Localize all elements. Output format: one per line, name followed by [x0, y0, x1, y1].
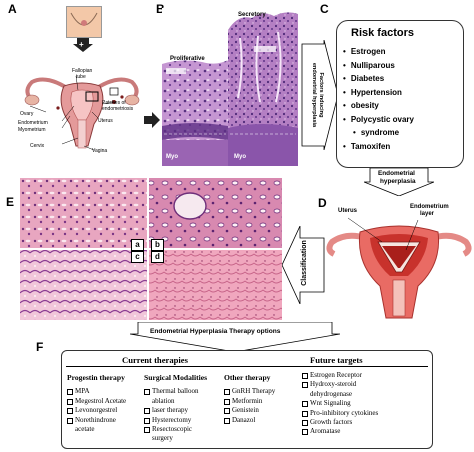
progestin-item: MPA — [67, 387, 141, 396]
progestin-item: Megestrol Acetate — [67, 397, 141, 406]
surgical-item-continuation: ablation — [152, 396, 175, 405]
hyperplasia-text-2: hyperplasia — [380, 178, 416, 185]
future-targets-column: Estrogen Receptor Hydroxy-steroid dehydr… — [302, 371, 430, 437]
other-therapy-item: Danazol — [224, 416, 294, 425]
label-cervix: Cervix — [30, 143, 45, 149]
risk-item: obesity — [343, 99, 414, 113]
label-proliferative: Proliferative — [170, 56, 205, 62]
histology-cycle-image — [162, 8, 298, 166]
label-tube: tube — [76, 74, 86, 80]
hyperplasia-text-1: Endometrial — [378, 170, 415, 177]
pelvis-sketch — [70, 12, 98, 26]
plus-icon: + — [79, 40, 84, 49]
panel-label-a: A — [8, 2, 17, 16]
future-target-item: Growth factors — [302, 418, 430, 427]
future-target-item: Aromatase — [302, 427, 430, 436]
future-targets-title: Future targets — [310, 355, 363, 365]
future-target-item: Wnt Signaling — [302, 399, 430, 408]
label-myo-left: Myo — [166, 154, 178, 160]
label-endometrium-d-2: layer — [420, 211, 435, 217]
arrow-a-to-b — [144, 112, 160, 133]
surgical-item: laser therapy — [144, 406, 228, 415]
other-therapy-item: Genistein — [224, 406, 294, 415]
surgical-item: Resectoscopic — [144, 425, 228, 434]
progestin-heading: Progestin therapy — [67, 373, 125, 382]
risk-factors-list: Estrogen Nulliparous Diabetes Hypertensi… — [343, 45, 414, 153]
label-uterus-d: Uterus — [338, 208, 358, 214]
label-myo-right: Myo — [234, 154, 246, 160]
hyperplastic-uterus-illustration — [326, 217, 472, 319]
risk-item: Nulliparous — [343, 59, 414, 73]
body-thumbnail — [66, 6, 102, 38]
panel-label-e: E — [6, 195, 15, 209]
magnify-arrow — [73, 38, 93, 57]
uterus-anatomy-diagram — [24, 75, 140, 151]
risk-item: Hypertension — [343, 86, 414, 100]
risk-item: Diabetes — [343, 72, 414, 86]
surgical-column: Surgical Modalities Thermal balloon abla… — [144, 373, 228, 444]
risk-item: Estrogen — [343, 45, 414, 59]
histology-tag-c: c — [131, 251, 144, 263]
factors-text-2: endometrial hyperplasia — [311, 62, 317, 128]
other-therapy-item: Metformin — [224, 397, 294, 406]
therapy-box: Current therapies Future targets Progest… — [61, 350, 433, 449]
label-secretory: Secretory — [238, 12, 266, 18]
label-patches-1: Patches of — [102, 100, 126, 106]
surgical-item: Hysterectomy — [144, 416, 228, 425]
progestin-item: Levonorgestrel — [67, 406, 141, 415]
label-vagina: Vagina — [92, 148, 108, 154]
hyperplasia-arrow — [364, 168, 434, 196]
label-ovary: Ovary — [20, 111, 34, 117]
label-endometrium: Endometrium — [18, 120, 48, 126]
label-patches-2: endometriosis — [102, 106, 134, 112]
label-uterus: Uterus — [98, 118, 113, 124]
other-therapy-column: Other therapy GnRH Therapy Metformin Gen… — [224, 373, 294, 425]
other-therapy-heading: Other therapy — [224, 373, 271, 382]
therapy-options-text: Endometrial Hyperplasia Therapy options — [150, 328, 281, 335]
risk-factors-title: Risk factors — [351, 27, 414, 39]
progestin-item-continuation: acetate — [75, 425, 95, 434]
factors-arrow-text: Factors inducing endometrial hyperplasia — [310, 50, 324, 140]
other-therapy-item: GnRH Therapy — [224, 387, 294, 396]
factors-arrow — [301, 40, 339, 150]
histology-tag-a: a — [131, 239, 144, 251]
panel-label-b: B — [156, 2, 165, 16]
histology-tag-b: b — [151, 239, 164, 251]
label-myometrium: Myometrium — [18, 127, 46, 133]
classification-text: Classification — [301, 240, 308, 286]
histology-tag-d: d — [151, 251, 164, 263]
risk-factors-box: Risk factors Estrogen Nulliparous Diabet… — [336, 20, 464, 168]
future-target-item: Hydroxy-steroid — [302, 380, 430, 389]
risk-item: Tamoxifen — [343, 140, 414, 154]
future-target-item: Pro-inhibitory cytokines — [302, 409, 430, 418]
risk-item-continuation: syndrome — [343, 126, 414, 140]
future-target-item: Estrogen Receptor — [302, 371, 430, 380]
panel-label-c: C — [320, 2, 329, 16]
panel-label-f: F — [36, 340, 44, 354]
risk-item: Polycystic ovary — [343, 113, 414, 127]
title-divider — [66, 366, 428, 367]
surgical-item-continuation: surgery — [152, 434, 173, 443]
future-target-item-continuation: dehydrogenase — [310, 389, 352, 398]
classification-arrow — [282, 226, 325, 304]
progestin-item: Norethindrone — [67, 416, 141, 425]
label-endometrium-d-1: Endometrium — [410, 204, 449, 210]
hyperplasia-histology-grid — [20, 178, 282, 320]
panel-label-d: D — [318, 196, 327, 210]
factors-text-1: Factors inducing — [318, 72, 324, 118]
current-therapies-title: Current therapies — [122, 355, 188, 365]
therapy-options-arrow — [130, 322, 340, 352]
surgical-item: Thermal balloon — [144, 387, 228, 396]
surgical-heading: Surgical Modalities — [144, 373, 208, 382]
label-fallopian: Fallopian — [72, 68, 93, 74]
progestin-column: Progestin therapy MPA Megestrol Acetate … — [67, 373, 141, 434]
